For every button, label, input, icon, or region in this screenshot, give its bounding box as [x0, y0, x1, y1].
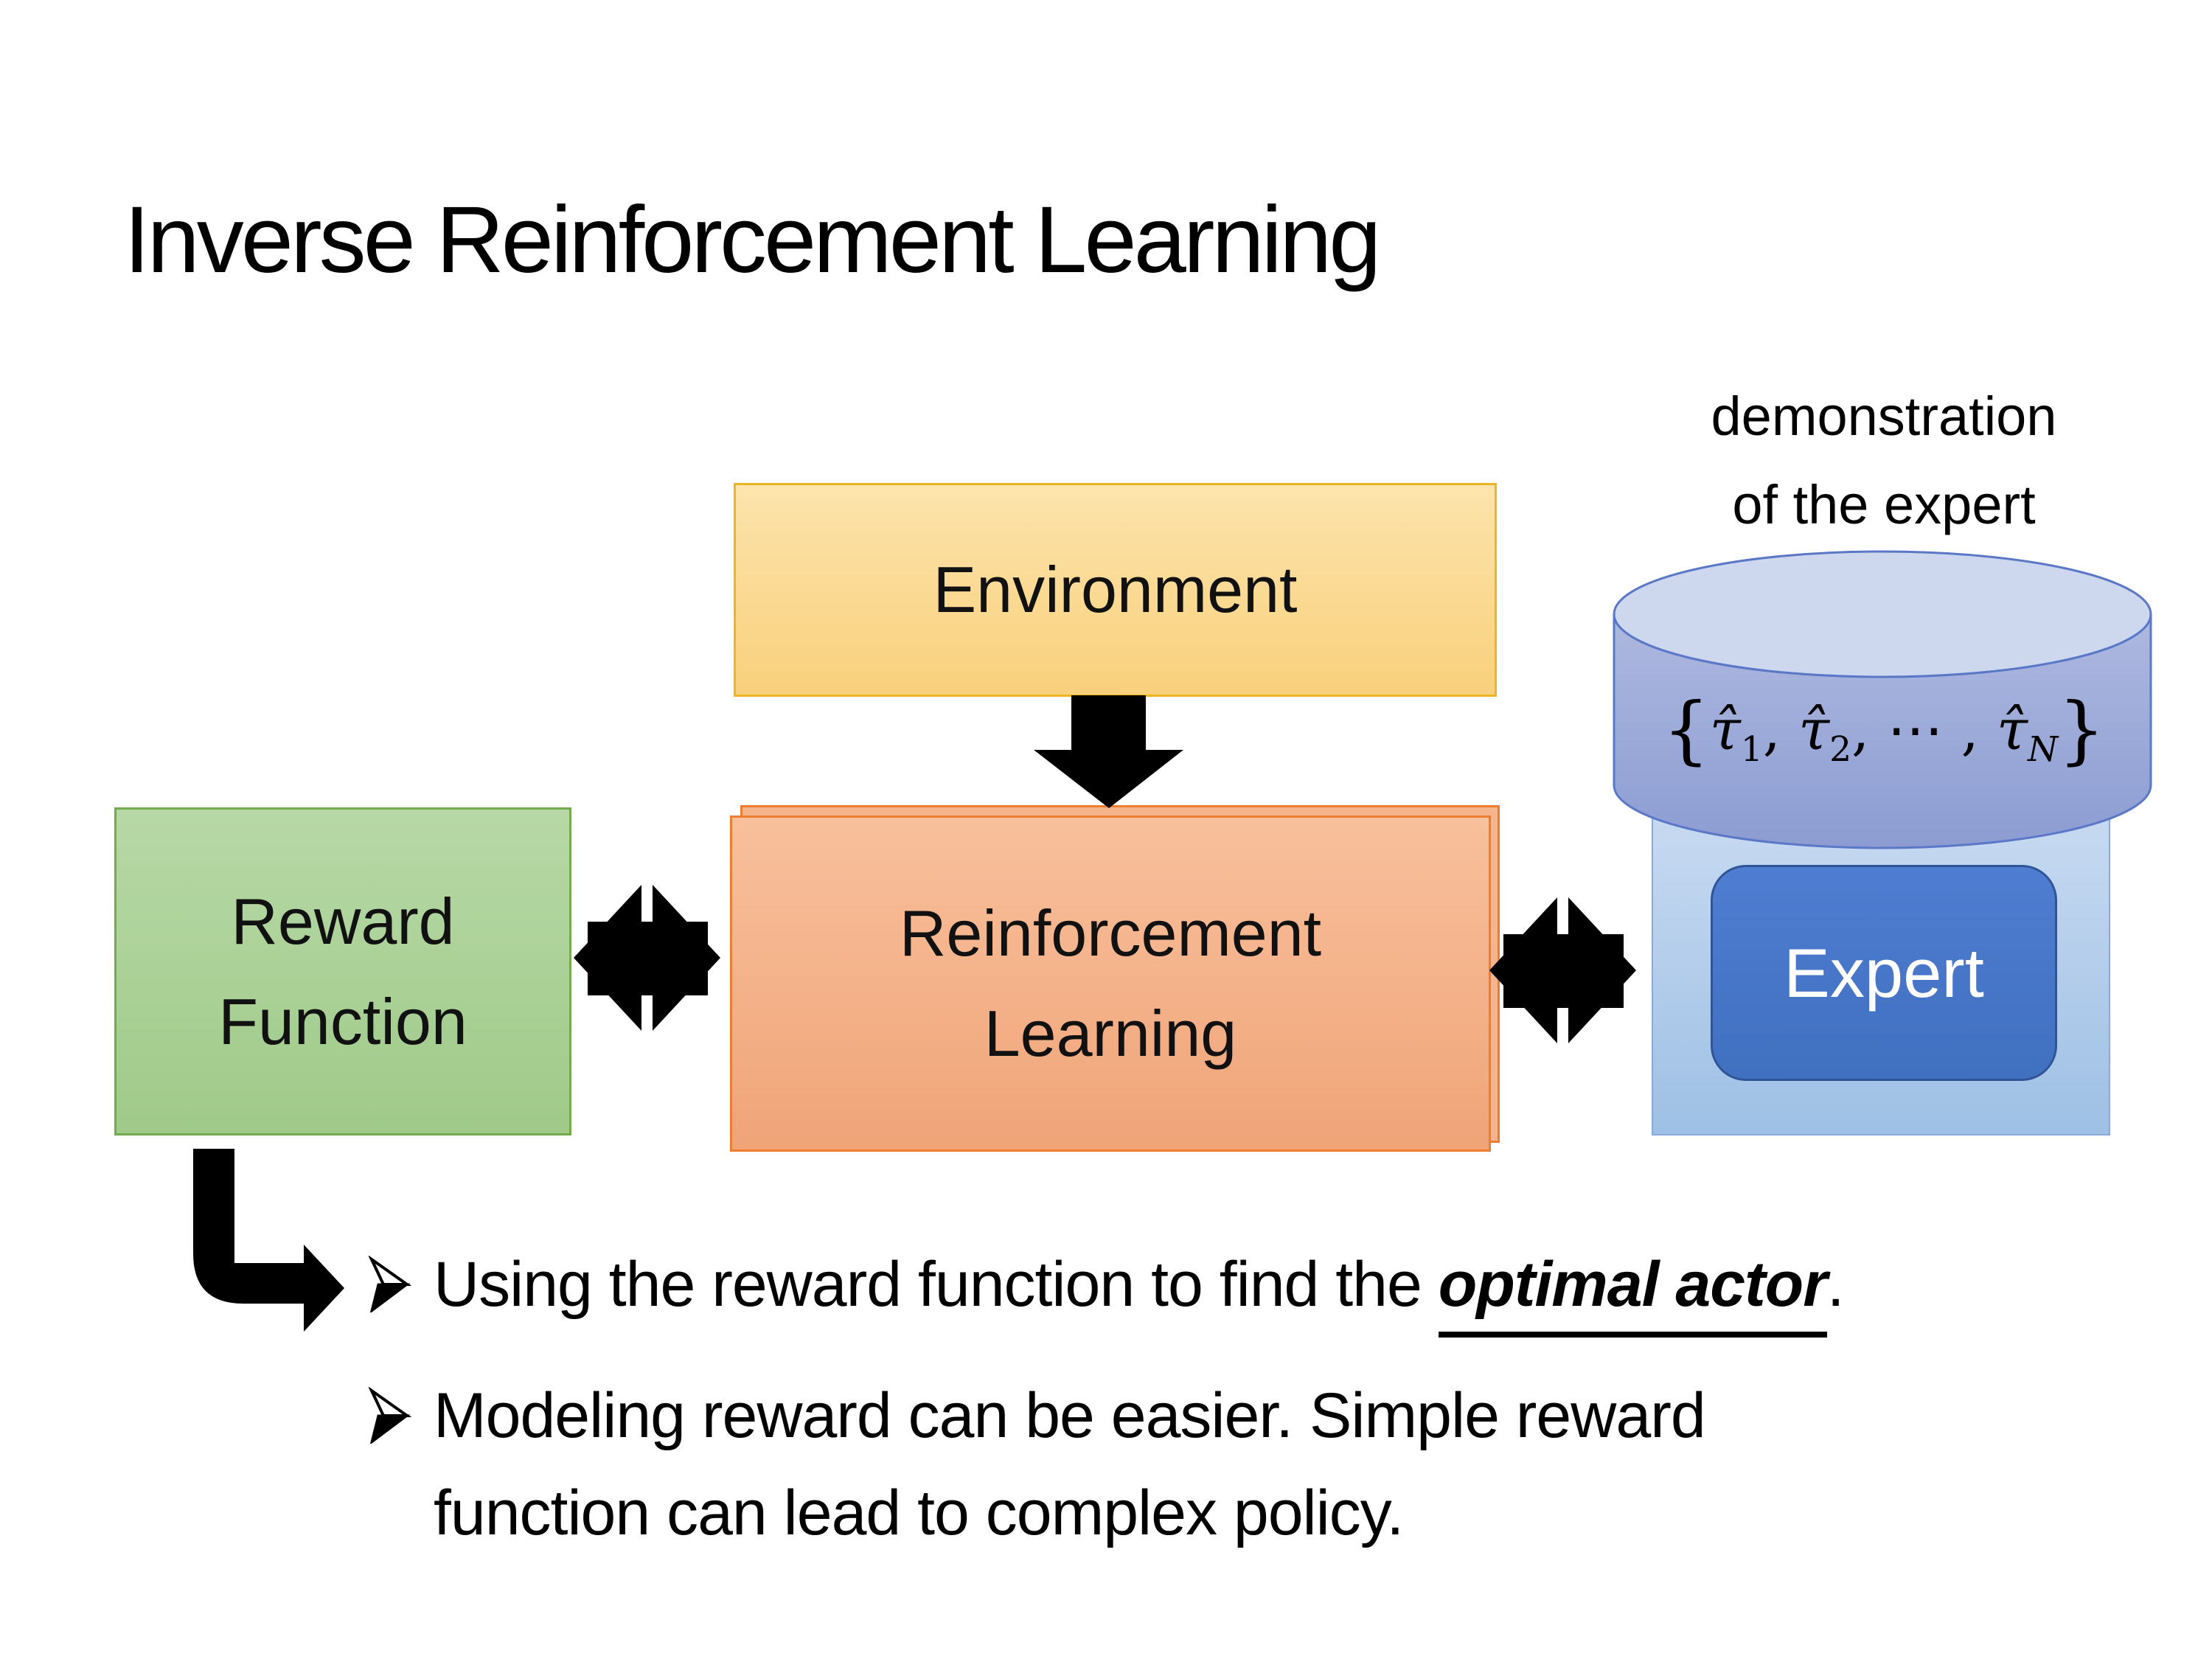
- bullet1-emphasis: optimal actor: [1438, 1249, 1828, 1338]
- expert-box: Expert: [1711, 865, 2057, 1081]
- formula-sub-n: N: [2028, 729, 2059, 771]
- reward-function-box: Reward Function: [114, 807, 571, 1135]
- formula-tau-2: τ̂: [1798, 697, 1830, 762]
- formula-open-brace: {: [1662, 686, 1710, 773]
- reward-function-label-line1: Reward: [231, 884, 455, 958]
- demonstration-caption-line1: demonstration: [1711, 386, 2057, 447]
- formula-sub-1: 1: [1740, 729, 1763, 771]
- left-right-arrow-icon-reward-rl: [574, 885, 720, 1031]
- environment-box: Environment: [734, 483, 1497, 697]
- bullet-text-1: Using the reward function to find the op…: [434, 1236, 1845, 1338]
- left-right-arrow-icon-rl-expert: [1489, 897, 1636, 1043]
- formula-close-brace: }: [2058, 686, 2106, 773]
- formula-tau-n: τ̂: [1996, 697, 2028, 762]
- elbow-arrow-icon: [193, 1149, 344, 1332]
- down-arrow-icon: [1034, 695, 1183, 808]
- formula-sep-1: ,: [1762, 697, 1799, 762]
- bullet-item-2: Modeling reward can be easier. Simple re…: [369, 1367, 2101, 1562]
- reinforcement-learning-box: Reinforcement Learning: [730, 815, 1491, 1152]
- formula-tau-1: τ̂: [1709, 697, 1741, 762]
- bullet2-line2: function can lead to complex policy.: [434, 1478, 1404, 1548]
- formula-ellipsis: , ⋯ ,: [1851, 697, 1997, 762]
- formula-sub-2: 2: [1829, 729, 1852, 771]
- cylinder-top-face: [1613, 550, 2152, 678]
- bullet-arrowhead-icon: [369, 1386, 411, 1444]
- reinforcement-learning-label-line2: Learning: [984, 997, 1237, 1070]
- bullet-list: Using the reward function to find the op…: [369, 1236, 2101, 1562]
- demonstration-caption-line2: of the expert: [1732, 474, 2036, 535]
- reinforcement-learning-label-line1: Reinforcement: [899, 897, 1322, 970]
- bullet-text-2: Modeling reward can be easier. Simple re…: [434, 1367, 1893, 1562]
- bullet2-line1: Modeling reward can be easier. Simple re…: [434, 1380, 1706, 1451]
- bullet1-text-after: .: [1826, 1249, 1845, 1320]
- slide-title: Inverse Reinforcement Learning: [124, 187, 1381, 293]
- trajectory-set-formula: {τ̂1, τ̂2, ⋯ , τ̂N}: [1618, 686, 2149, 794]
- environment-label: Environment: [933, 553, 1298, 626]
- demonstration-caption: demonstration of the expert: [1607, 372, 2160, 549]
- expert-label: Expert: [1784, 933, 1984, 1012]
- reward-function-label-line2: Function: [218, 984, 467, 1058]
- bullet-arrowhead-icon: [369, 1255, 411, 1312]
- bullet-item-1: Using the reward function to find the op…: [369, 1236, 2101, 1338]
- bullet1-text-before: Using the reward function to find the: [434, 1249, 1439, 1320]
